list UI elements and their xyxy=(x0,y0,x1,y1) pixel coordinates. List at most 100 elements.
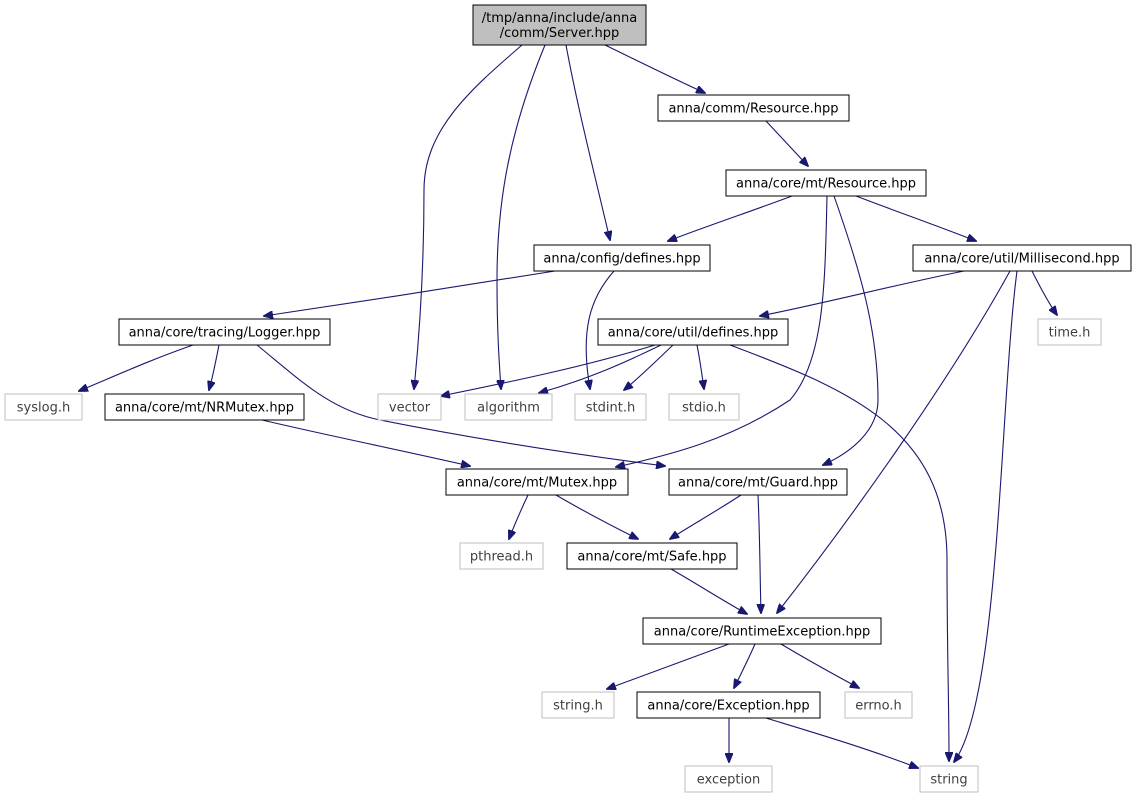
edge-server-to-config_defines xyxy=(565,44,610,240)
node-time-h[interactable]: time.h xyxy=(1037,318,1102,346)
node-label: anna/core/mt/Mutex.hpp xyxy=(457,476,617,491)
edge-util_defines-to-stdint_h xyxy=(624,344,674,390)
node-label: anna/core/util/Millisecond.hpp xyxy=(924,252,1119,267)
node-box xyxy=(574,393,647,421)
node-label: errno.h xyxy=(855,699,902,714)
node-box xyxy=(104,393,305,421)
edge-logger-to-syslog_h xyxy=(79,344,194,391)
edge-guard-to-safe xyxy=(670,494,742,539)
edge-comm_resource-to-mt_resource xyxy=(765,120,808,166)
node-nrmutex[interactable]: anna/core/mt/NRMutex.hpp xyxy=(104,393,305,421)
edge-millisecond-to-time_h xyxy=(1031,270,1057,315)
node-label: time.h xyxy=(1049,326,1091,341)
edge-runtime_exception-to-errno_h xyxy=(780,643,859,688)
node-exception[interactable]: exception xyxy=(684,765,773,793)
node-box xyxy=(844,691,913,719)
node-box xyxy=(459,542,544,570)
edge-guard-to-runtime_exception xyxy=(758,494,761,613)
node-box xyxy=(912,244,1132,272)
node-label: anna/core/mt/Resource.hpp xyxy=(736,177,916,192)
node-label: syslog.h xyxy=(17,401,70,416)
node-mutex[interactable]: anna/core/mt/Mutex.hpp xyxy=(445,468,629,496)
edge-millisecond-to-util_defines xyxy=(760,270,965,316)
node-label: stdint.h xyxy=(586,401,635,416)
node-runtime-exception[interactable]: anna/core/RuntimeException.hpp xyxy=(642,617,882,645)
node-util-defines[interactable]: anna/core/util/defines.hpp xyxy=(597,318,789,346)
node-label: vector xyxy=(389,401,431,416)
node-string[interactable]: string xyxy=(919,765,979,793)
node-box xyxy=(445,468,629,496)
node-box xyxy=(4,393,83,421)
edge-server-to-comm_resource xyxy=(604,44,705,93)
node-label: anna/core/Exception.hpp xyxy=(647,699,809,714)
node-safe[interactable]: anna/core/mt/Safe.hpp xyxy=(566,542,738,570)
edge-server-to-algorithm xyxy=(497,44,546,389)
node-syslog-h[interactable]: syslog.h xyxy=(4,393,83,421)
node-box xyxy=(642,617,882,645)
node-label: exception xyxy=(697,773,761,788)
node-box xyxy=(118,318,331,346)
node-label: algorithm xyxy=(477,401,540,416)
node-string-h[interactable]: string.h xyxy=(541,691,615,719)
edge-mt_resource-to-mutex xyxy=(616,195,828,467)
edge-logger-to-nrmutex xyxy=(209,344,220,390)
node-algorithm[interactable]: algorithm xyxy=(464,393,553,421)
edge-exception_hpp-to-string xyxy=(765,717,918,768)
node-exception-hpp[interactable]: anna/core/Exception.hpp xyxy=(636,691,821,719)
edge-mutex-to-safe xyxy=(555,494,638,539)
node-config-defines[interactable]: anna/config/defines.hpp xyxy=(533,244,711,272)
edge-nrmutex-to-mutex xyxy=(261,419,470,466)
edge-runtime_exception-to-exception_hpp xyxy=(734,643,756,688)
edge-util_defines-to-stdio_h xyxy=(696,344,704,389)
edge-config_defines-to-stdint_h xyxy=(586,270,615,389)
node-logger[interactable]: anna/core/tracing/Logger.hpp xyxy=(118,318,331,346)
node-label: anna/core/tracing/Logger.hpp xyxy=(129,326,321,341)
edge-logger-to-guard xyxy=(256,344,665,466)
edge-millisecond-to-string xyxy=(954,270,1018,762)
edge-mutex-to-pthread_h xyxy=(509,494,529,539)
node-pthread-h[interactable]: pthread.h xyxy=(459,542,544,570)
node-box xyxy=(919,765,979,793)
node-box xyxy=(725,169,927,197)
node-box xyxy=(657,94,850,122)
node-stdint-h[interactable]: stdint.h xyxy=(574,393,647,421)
node-label: anna/core/util/defines.hpp xyxy=(608,326,779,341)
node-label: /tmp/anna/include/anna xyxy=(482,11,637,26)
node-label: anna/comm/Resource.hpp xyxy=(668,102,838,117)
node-comm-resource[interactable]: anna/comm/Resource.hpp xyxy=(657,94,850,122)
node-vector[interactable]: vector xyxy=(377,393,442,421)
node-server[interactable]: /tmp/anna/include/anna/comm/Server.hpp xyxy=(472,4,647,46)
node-box xyxy=(668,393,740,421)
node-label: /comm/Server.hpp xyxy=(500,26,620,41)
node-label: anna/config/defines.hpp xyxy=(543,252,700,267)
node-label: anna/core/RuntimeException.hpp xyxy=(654,625,870,640)
edge-server-to-vector xyxy=(414,44,523,389)
node-label: string xyxy=(930,773,967,788)
node-guard[interactable]: anna/core/mt/Guard.hpp xyxy=(668,468,848,496)
edge-util_defines-to-vector xyxy=(441,344,656,396)
node-errno-h[interactable]: errno.h xyxy=(844,691,913,719)
edge-mt_resource-to-guard xyxy=(823,195,879,465)
node-label: anna/core/mt/NRMutex.hpp xyxy=(115,401,294,416)
edge-runtime_exception-to-string_h xyxy=(607,643,730,689)
node-box xyxy=(377,393,442,421)
edge-millisecond-to-runtime_exception xyxy=(777,270,1011,613)
node-label: stdio.h xyxy=(682,401,726,416)
node-box xyxy=(668,468,848,496)
edge-util_defines-to-algorithm xyxy=(539,344,662,393)
node-box xyxy=(1037,318,1102,346)
edge-mt_resource-to-config_defines xyxy=(668,195,793,241)
node-label: pthread.h xyxy=(470,550,533,565)
node-box xyxy=(533,244,711,272)
node-mt-resource[interactable]: anna/core/mt/Resource.hpp xyxy=(725,169,927,197)
node-label: anna/core/mt/Safe.hpp xyxy=(577,550,726,565)
node-box xyxy=(541,691,615,719)
node-millisecond[interactable]: anna/core/util/Millisecond.hpp xyxy=(912,244,1132,272)
node-label: string.h xyxy=(553,699,603,714)
edge-config_defines-to-logger xyxy=(264,270,556,316)
edge-mt_resource-to-millisecond xyxy=(855,195,976,241)
edge-util_defines-to-string xyxy=(729,344,949,761)
node-box xyxy=(472,4,647,46)
node-stdio-h[interactable]: stdio.h xyxy=(668,393,740,421)
